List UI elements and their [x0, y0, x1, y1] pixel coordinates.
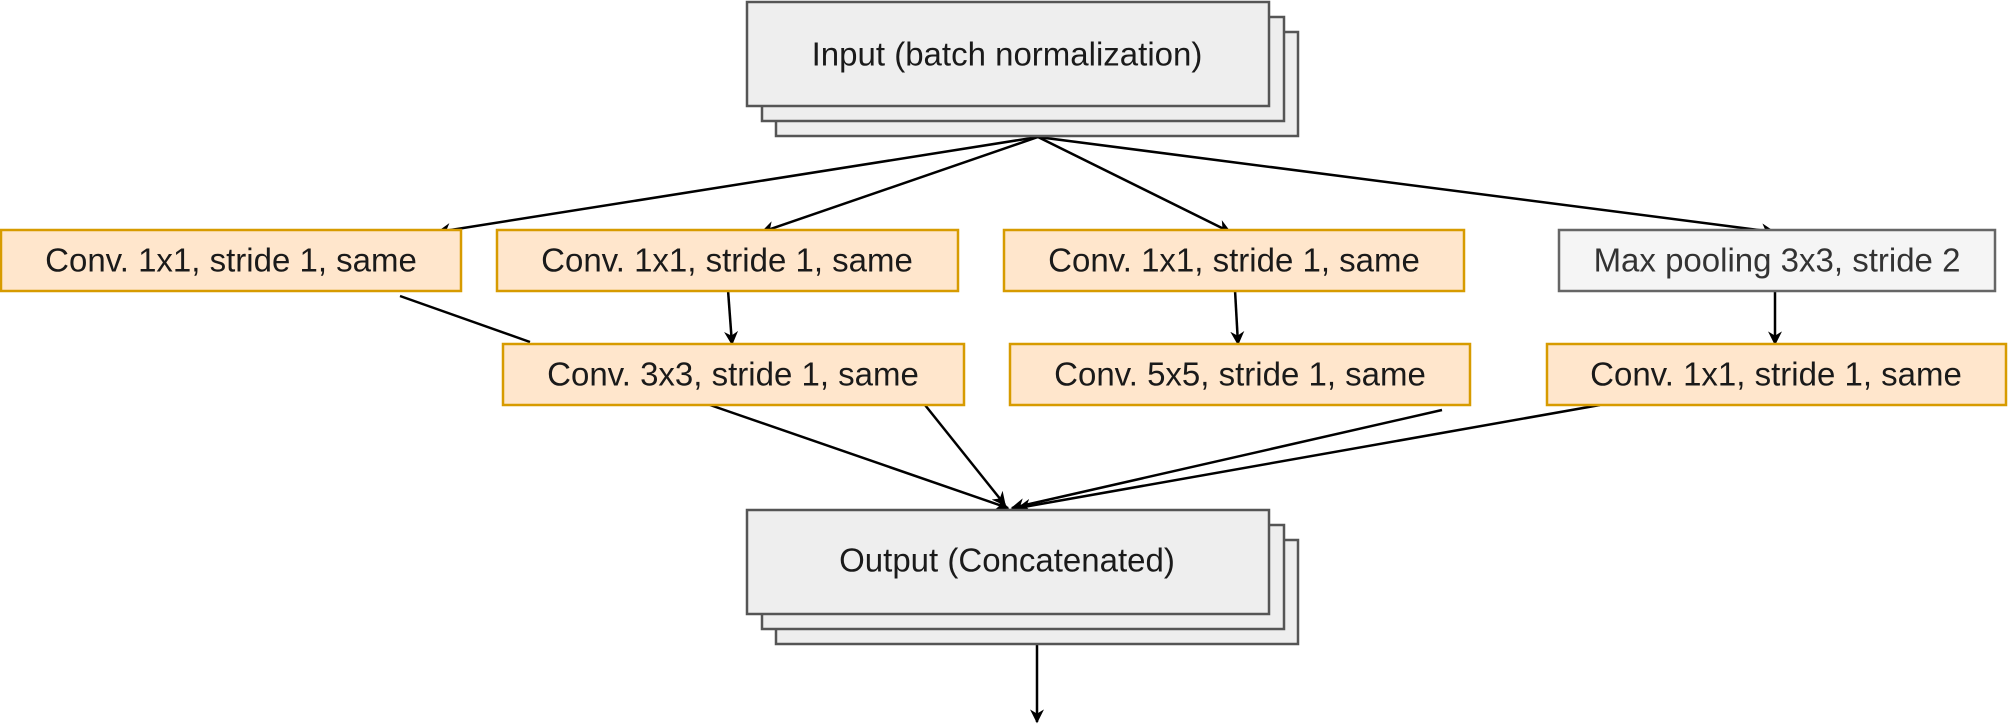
edge-pool-branch-to-output: [1016, 403, 1601, 513]
input-label: Input (batch normalization): [812, 36, 1203, 73]
edge-input-to-pool: [1037, 135, 1776, 238]
edge-branch3-conv1-to-conv5: [1230, 289, 1245, 346]
output-box: [745, 508, 1271, 616]
edge-branch2-to-output: [709, 403, 1010, 511]
branch4-pool-node: Max pooling 3x3, stride 2: [1557, 228, 1997, 293]
branch4-conv1-label: Conv. 1x1, stride 1, same: [1590, 356, 1962, 393]
input-node: Input (batch normalization): [745, 0, 1300, 138]
edge-conv3-to-output: [924, 404, 1006, 507]
branch3-conv1-label: Conv. 1x1, stride 1, same: [1048, 242, 1420, 279]
edge-input-to-branch1: [436, 135, 1039, 237]
branch4-pool-label: Max pooling 3x3, stride 2: [1594, 242, 1961, 279]
edge-branch2-conv1-to-conv3: [724, 289, 739, 346]
input-box: [745, 0, 1271, 108]
edge-input-to-branch2: [760, 135, 1039, 235]
branch1-conv1-node: Conv. 1x1, stride 1, same: [0, 228, 463, 293]
branch2-conv3-label: Conv. 3x3, stride 1, same: [547, 356, 919, 393]
branch2-conv1-label: Conv. 1x1, stride 1, same: [541, 242, 913, 279]
edge-input-to-branch3: [1037, 135, 1232, 234]
branch3-conv5-label: Conv. 5x5, stride 1, same: [1054, 356, 1426, 393]
branch1-conv1-label: Conv. 1x1, stride 1, same: [45, 242, 417, 279]
branch3-conv5-node: Conv. 5x5, stride 1, same: [1008, 342, 1472, 407]
output-node: Output (Concatenated): [745, 508, 1300, 646]
output-label: Output (Concatenated): [839, 542, 1175, 579]
edge-branch1-to-output: [399, 294, 531, 344]
edges: [399, 135, 1782, 724]
branch3-conv1-node: Conv. 1x1, stride 1, same: [1002, 228, 1466, 293]
edge-conv5-to-output: [1010, 408, 1443, 513]
branch2-conv3-node: Conv. 3x3, stride 1, same: [501, 342, 966, 407]
branch4-conv1-node: Conv. 1x1, stride 1, same: [1545, 342, 2008, 407]
branch2-conv1-node: Conv. 1x1, stride 1, same: [495, 228, 960, 293]
